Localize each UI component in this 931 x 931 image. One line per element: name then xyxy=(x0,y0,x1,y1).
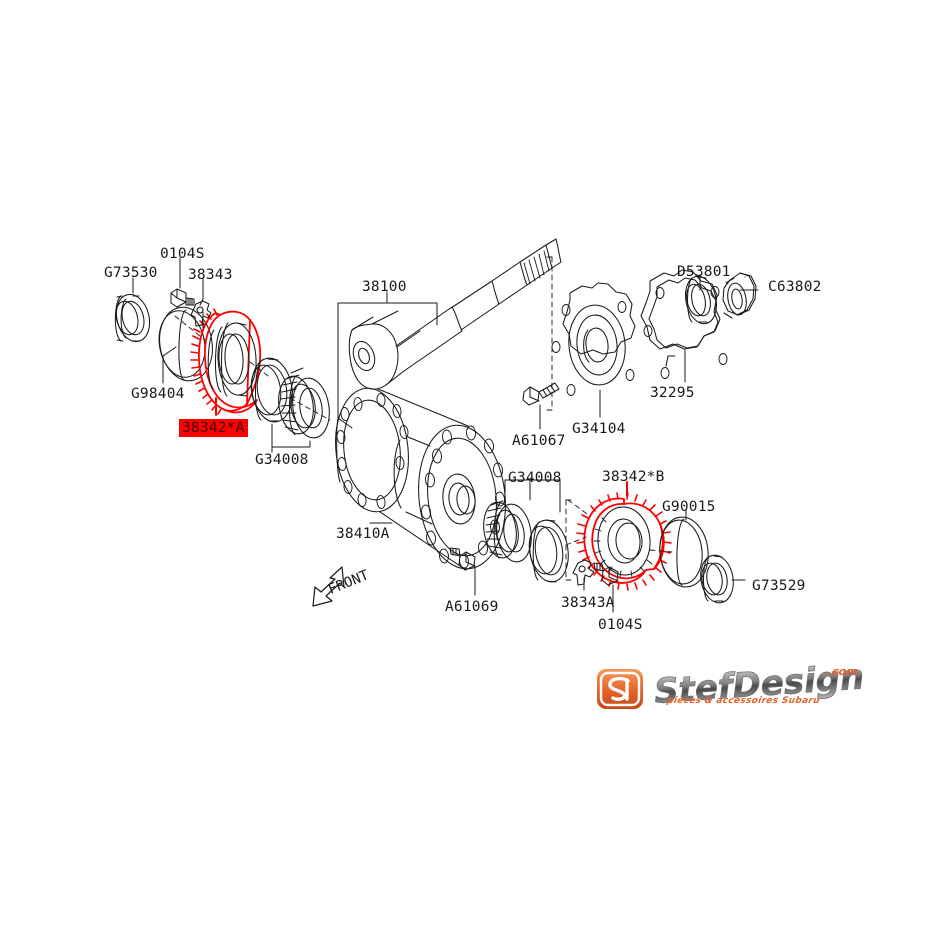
part-bolt-a61069 xyxy=(449,547,476,571)
part-sensor-bracket-38343 xyxy=(190,300,212,329)
part-bolt-0104s-lower xyxy=(593,562,619,586)
part-bolt-a61067 xyxy=(522,382,560,406)
label-a61067: A61067 xyxy=(512,433,566,449)
part-gasket-32295 xyxy=(640,269,728,379)
label-g90015: G90015 xyxy=(662,499,716,515)
part-taper-roller-bearing-upper xyxy=(278,367,330,439)
part-bolt-0104s-upper xyxy=(170,288,195,308)
label-c63802: C63802 xyxy=(768,279,822,295)
label-38343: 38343 xyxy=(188,267,233,283)
part-drive-pinion-shaft-38100 xyxy=(348,238,562,390)
part-washer-d53801 xyxy=(684,275,718,325)
label-38342-a: 38342*A xyxy=(179,419,248,437)
part-bearing-race-upper xyxy=(250,357,293,423)
watermark-tld: .com xyxy=(827,665,860,678)
label-38342-b: 38342*B xyxy=(602,469,665,485)
label-38100: 38100 xyxy=(362,279,407,295)
part-differential-case-38410a xyxy=(335,387,506,571)
label-g34008-lower: G34008 xyxy=(508,470,562,486)
front-direction-arrow xyxy=(312,566,345,607)
part-oil-seal-g73529 xyxy=(700,554,734,604)
part-bearing-race-lower xyxy=(528,519,569,583)
leader-lines-right xyxy=(369,275,759,613)
bracket-38100 xyxy=(337,291,438,429)
part-lock-nut-c63802 xyxy=(722,272,757,319)
label-g73530: G73530 xyxy=(104,265,158,281)
leader-lines-left xyxy=(132,257,311,453)
axis-dashed-lower xyxy=(565,499,673,581)
part-sensor-bracket-38343a xyxy=(572,559,595,586)
axis-dashed-left xyxy=(174,311,331,421)
label-38343a: 38343A xyxy=(561,595,615,611)
label-38410a: 38410A xyxy=(336,526,390,542)
watermark: .com pièces & accessoires Subaru xyxy=(595,663,860,723)
part-oil-seal-g73530 xyxy=(114,293,151,343)
part-bearing-retainer-g34104 xyxy=(551,282,636,396)
part-o-ring-g90015 xyxy=(659,516,709,588)
watermark-logo-mark xyxy=(597,669,643,709)
label-a61069: A61069 xyxy=(445,599,499,615)
label-0104s-lower: 0104S xyxy=(598,617,643,633)
part-taper-roller-bearing-lower xyxy=(483,500,532,563)
label-g73529: G73529 xyxy=(752,578,806,594)
part-o-ring-g98404 xyxy=(158,306,213,382)
part-tone-wheel-38342b xyxy=(576,492,672,591)
label-g34104: G34104 xyxy=(572,421,626,437)
label-g98404: G98404 xyxy=(131,386,185,402)
watermark-tagline: pièces & accessoires Subaru xyxy=(666,696,821,706)
label-0104s-upper: 0104S xyxy=(160,246,205,262)
label-d53801: D53801 xyxy=(677,264,731,280)
part-tone-wheel-38342a xyxy=(190,308,262,415)
label-32295: 32295 xyxy=(650,385,695,401)
label-g34008-upper: G34008 xyxy=(255,452,309,468)
